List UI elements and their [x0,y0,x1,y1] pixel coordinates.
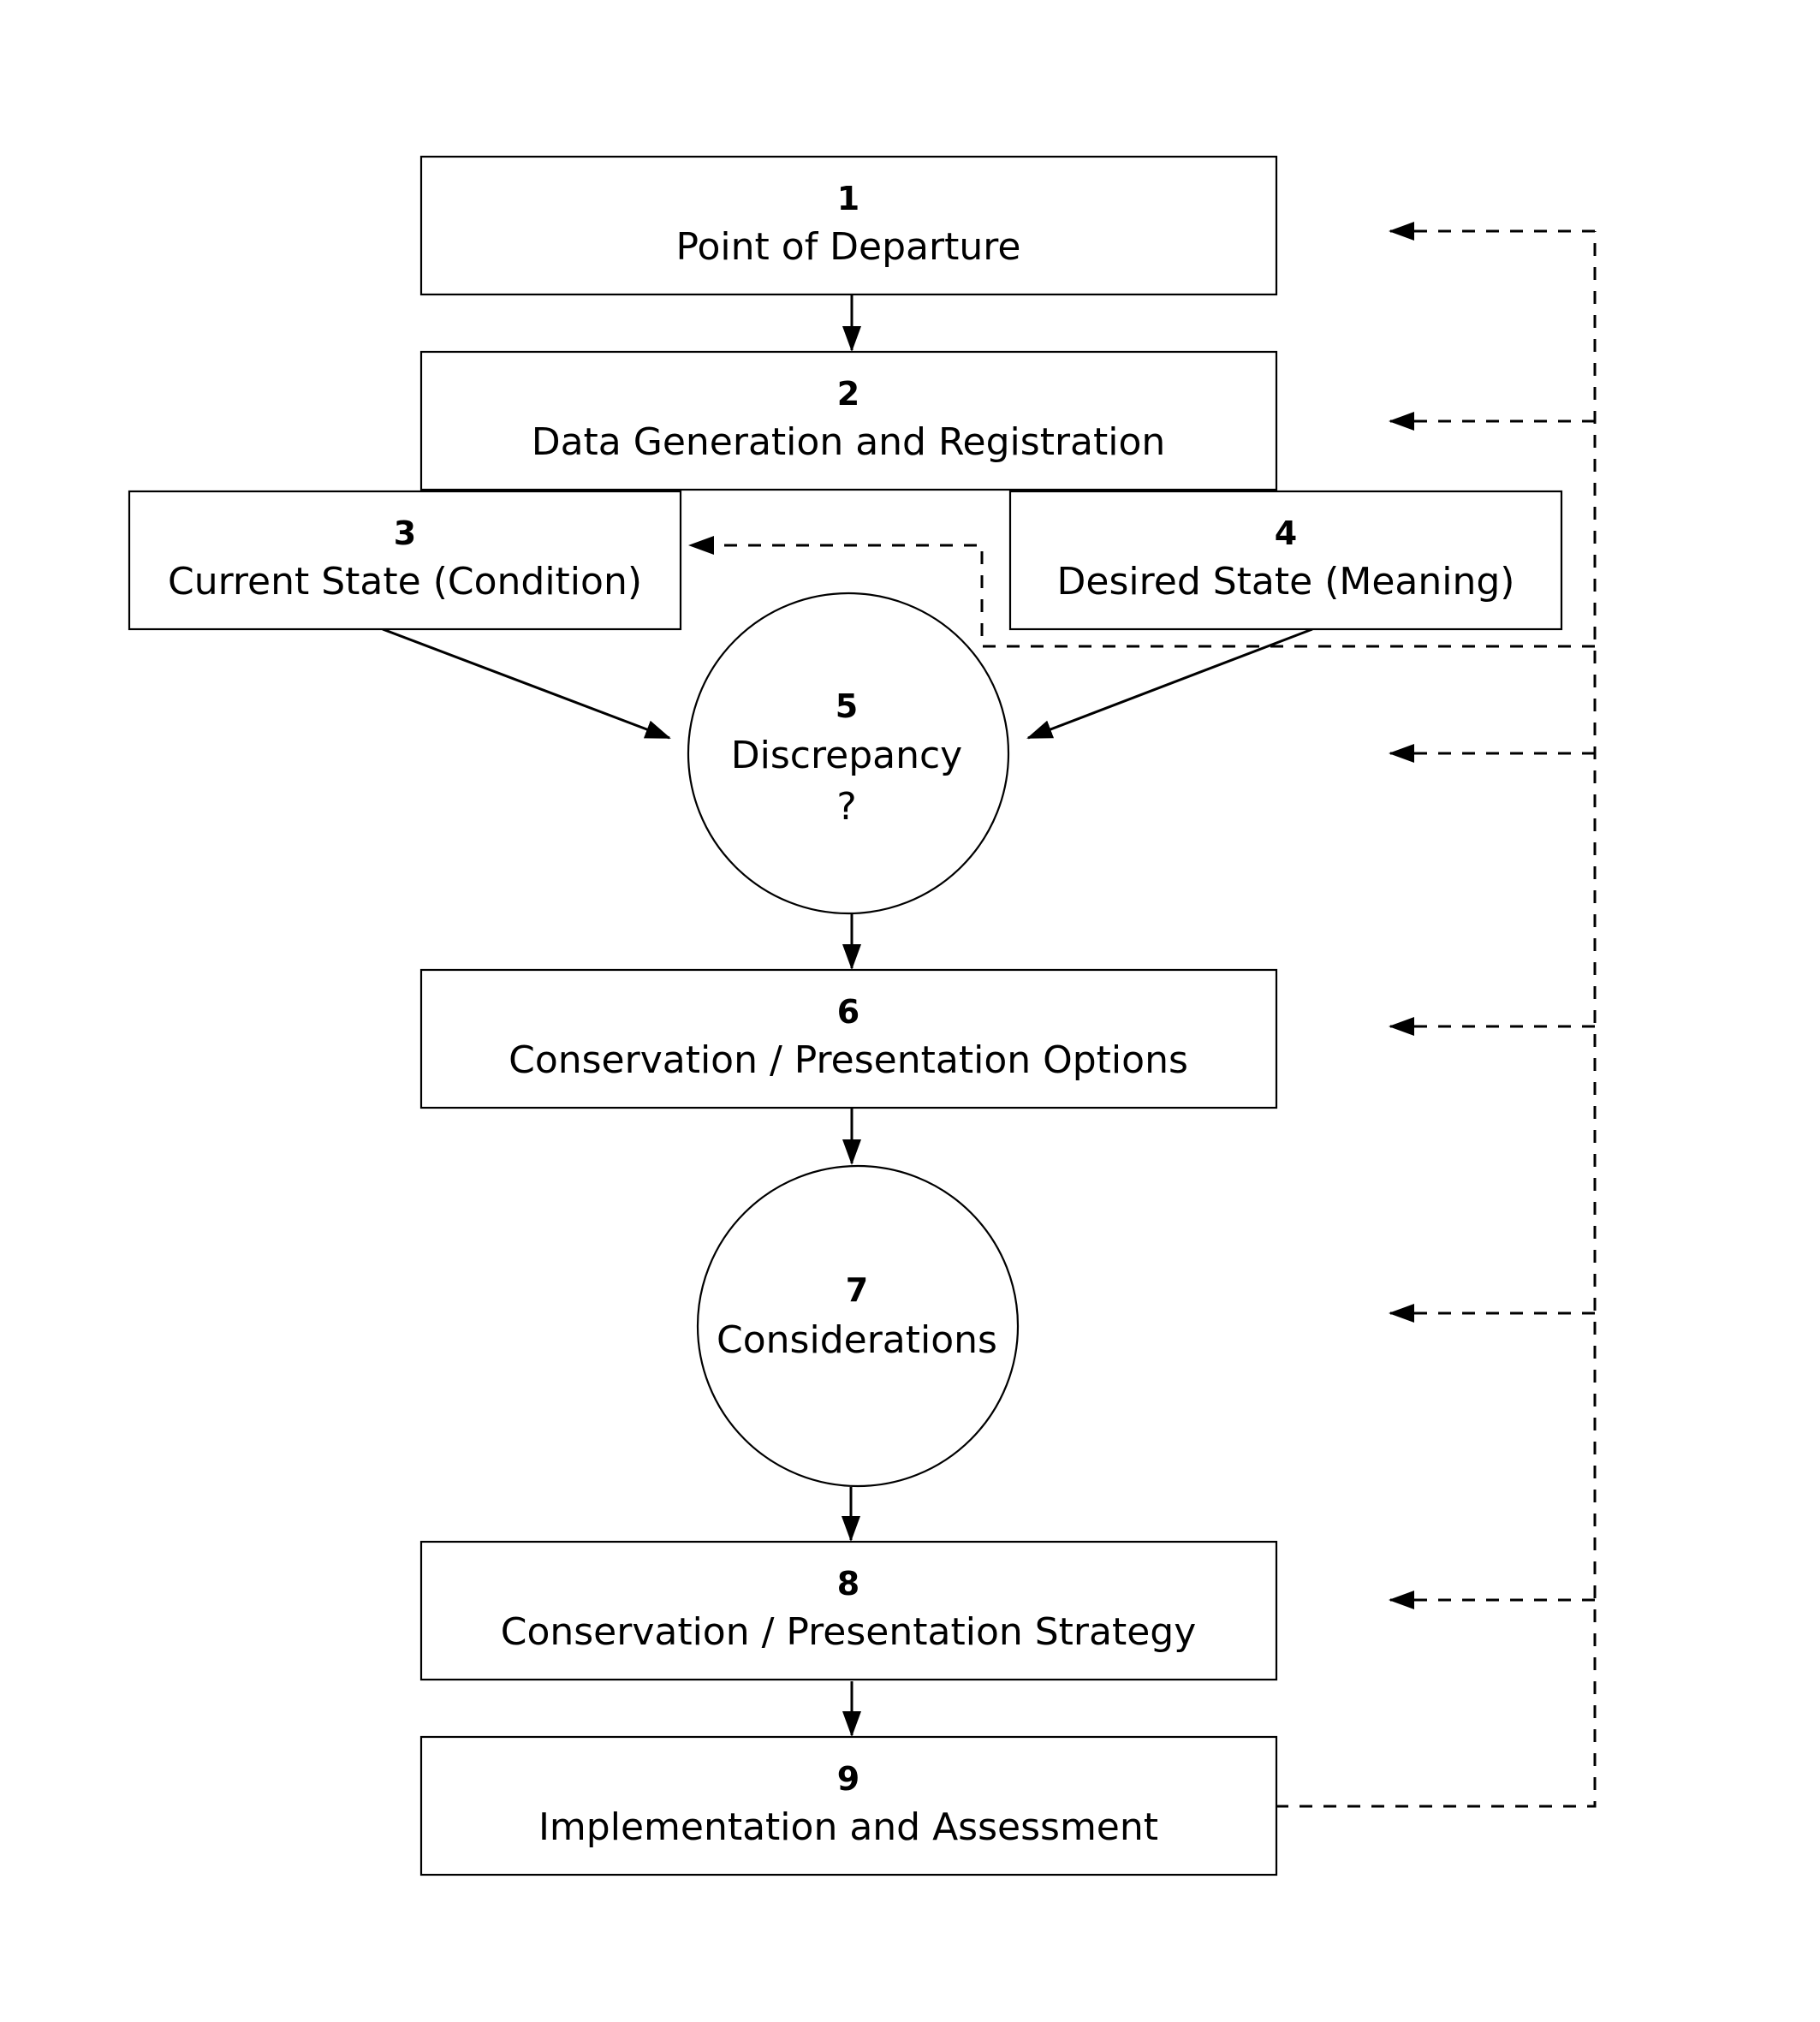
node-conservation-presentation-strategy: 8 Conservation / Presentation Strategy [419,1540,1278,1681]
node-label: Current State (Condition) [168,560,642,604]
feedback-loop-main [1276,231,1597,1808]
node-current-state: 3 Current State (Condition) [128,490,682,631]
node-label: Data Generation and Registration [532,420,1166,464]
node-number: 2 [837,375,859,413]
node-desired-state: 4 Desired State (Meaning) [1008,490,1563,631]
node-number: 3 [394,514,416,552]
node-number: 9 [837,1760,859,1798]
node-label: Discrepancy [731,734,962,777]
node-number: 4 [1275,514,1297,552]
node-label: Considerations [717,1318,997,1362]
node-label: Implementation and Assessment [538,1805,1158,1849]
node-label: Conservation / Presentation Strategy [501,1610,1197,1654]
node-label: Conservation / Presentation Options [509,1038,1188,1082]
node-data-generation-and-registration: 2 Data Generation and Registration [419,350,1278,491]
node-discrepancy: 5 Discrepancy ? [687,592,1010,915]
node-sublabel: ? [836,785,856,829]
node-considerations: 7 Considerations [696,1164,1020,1488]
node-number: 8 [837,1565,859,1603]
node-number: 5 [836,687,858,725]
node-conservation-presentation-options: 6 Conservation / Presentation Options [419,968,1278,1109]
node-label: Point of Departure [676,225,1021,269]
node-number: 1 [837,180,859,217]
node-implementation-and-assessment: 9 Implementation and Assessment [419,1735,1278,1876]
node-number: 6 [837,993,859,1031]
node-label: Desired State (Meaning) [1057,560,1515,604]
node-point-of-departure: 1 Point of Departure [419,155,1278,296]
edge-4-to-5 [1026,627,1313,740]
edge-3-to-5 [382,627,671,740]
node-number: 7 [846,1271,868,1309]
